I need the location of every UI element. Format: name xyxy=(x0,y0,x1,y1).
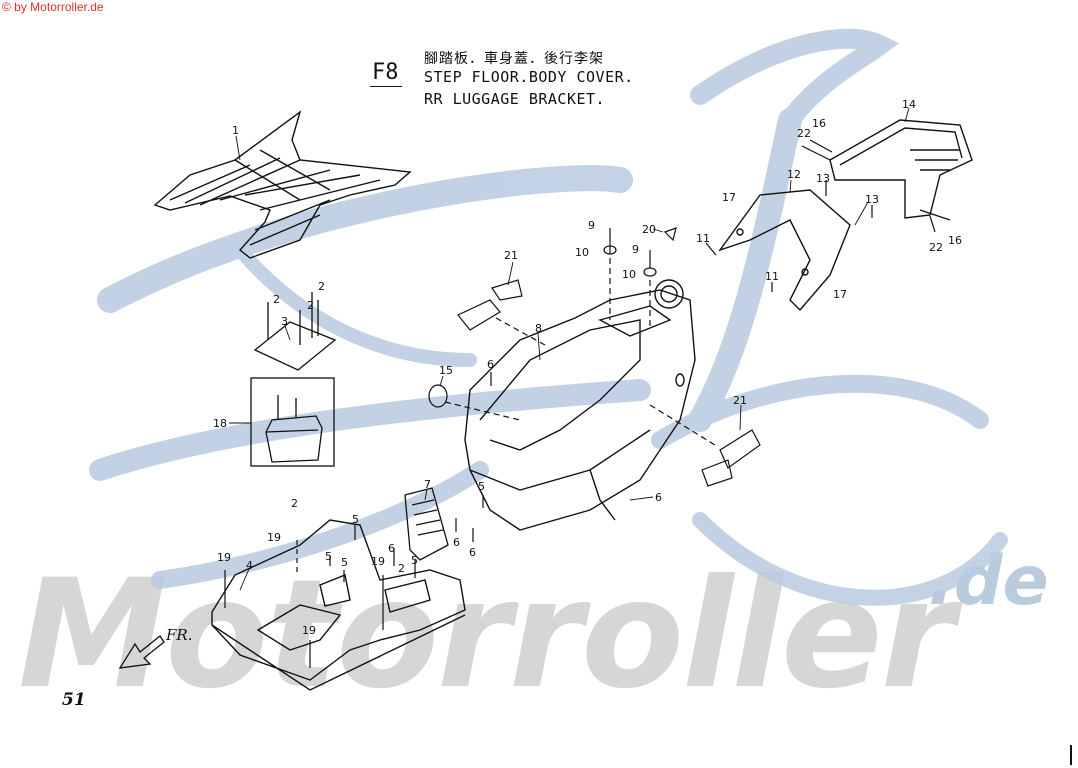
callout-14: 14 xyxy=(902,98,916,111)
callout-13: 13 xyxy=(865,193,879,206)
body-cover xyxy=(464,279,696,531)
floor-frame xyxy=(211,519,466,691)
callout-numbers: 1 2 2 2 2 2 3 4 5 5 5 5 5 6 6 6 6 6 7 8 … xyxy=(213,98,962,637)
callout-5: 5 xyxy=(478,480,485,493)
callout-21: 21 xyxy=(733,394,747,407)
step-floor-mat xyxy=(153,110,412,259)
callout-10: 10 xyxy=(622,268,636,281)
callout-5: 5 xyxy=(325,550,332,563)
callout-19: 19 xyxy=(371,555,385,568)
callout-5: 5 xyxy=(411,554,418,567)
inner-cover xyxy=(404,487,449,561)
callout-12: 12 xyxy=(787,168,801,181)
diagram-title-line-2: RR LUGGAGE BRACKET. xyxy=(424,90,606,108)
callout-3: 3 xyxy=(281,315,288,328)
luggage-bracket xyxy=(829,119,973,219)
callout-22: 22 xyxy=(929,241,943,254)
callout-11: 11 xyxy=(696,232,710,245)
callout-17: 17 xyxy=(722,191,736,204)
callout-22: 22 xyxy=(797,127,811,140)
callout-5: 5 xyxy=(352,513,359,526)
callout-17: 17 xyxy=(833,288,847,301)
callout-15: 15 xyxy=(439,364,453,377)
battery-box xyxy=(250,377,335,467)
callout-19: 19 xyxy=(217,551,231,564)
callout-19: 19 xyxy=(302,624,316,637)
diagram-code: F8 xyxy=(372,60,399,85)
callout-6: 6 xyxy=(487,358,494,371)
callout-16: 16 xyxy=(812,117,826,130)
battery-cover-plate xyxy=(253,292,337,371)
callout-13: 13 xyxy=(816,172,830,185)
callout-2: 2 xyxy=(318,280,325,293)
fasteners xyxy=(224,139,951,668)
diagram-code-underline xyxy=(370,86,402,87)
callout-9: 9 xyxy=(632,243,639,256)
callout-6: 6 xyxy=(388,542,395,555)
callout-2: 2 xyxy=(307,299,314,312)
callout-9: 9 xyxy=(588,219,595,232)
callout-6: 6 xyxy=(469,546,476,559)
callout-2: 2 xyxy=(291,497,298,510)
diagram-title-chinese: 腳踏板．車身蓋．後行李架 xyxy=(424,51,604,67)
callout-11: 11 xyxy=(765,270,779,283)
callout-20: 20 xyxy=(642,223,656,236)
copyright-notice: © by Motorroller.de xyxy=(2,0,104,14)
callout-7: 7 xyxy=(424,478,431,491)
callout-16: 16 xyxy=(948,234,962,247)
callout-10: 10 xyxy=(575,246,589,259)
callout-21: 21 xyxy=(504,249,518,262)
callout-6: 6 xyxy=(655,491,662,504)
callout-6: 6 xyxy=(453,536,460,549)
rear-center-cover xyxy=(718,189,851,312)
callout-18: 18 xyxy=(213,417,227,430)
callout-1: 1 xyxy=(232,124,239,137)
watermark-logo xyxy=(89,28,1008,606)
callout-8: 8 xyxy=(535,322,542,335)
front-direction-label: FR. xyxy=(166,626,193,644)
stickers-and-small-parts xyxy=(428,227,761,487)
callout-2: 2 xyxy=(398,562,405,575)
page-number: 51 xyxy=(62,690,86,710)
leader-lines xyxy=(229,107,910,591)
front-direction-arrow xyxy=(118,635,165,669)
callout-4: 4 xyxy=(246,559,253,572)
callout-19: 19 xyxy=(267,531,281,544)
diagram-title-line-1: STEP FLOOR.BODY COVER. xyxy=(424,68,634,86)
callout-5: 5 xyxy=(341,556,348,569)
callout-2: 2 xyxy=(273,293,280,306)
